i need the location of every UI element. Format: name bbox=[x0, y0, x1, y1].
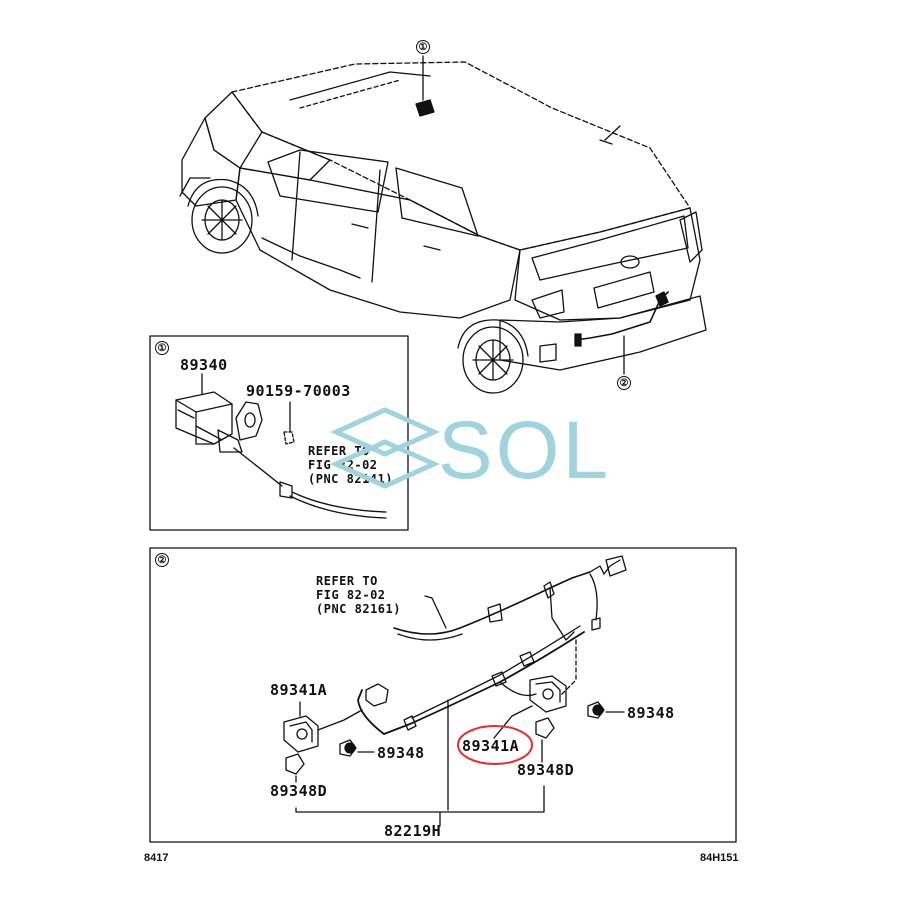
footer-right-code: 84H151 bbox=[700, 852, 739, 864]
panel-2-marker: ② bbox=[155, 553, 169, 567]
watermark-logo bbox=[330, 404, 630, 504]
panel-2-drawing bbox=[283, 555, 627, 827]
part-label-89340: 89340 bbox=[180, 356, 228, 374]
panel-1-drawing bbox=[175, 373, 387, 519]
panel-2-reference-note: REFER TO FIG 82-02 (PNC 82161) bbox=[316, 574, 401, 616]
part-label-82219h: 82219H bbox=[384, 822, 442, 840]
part-label-89348-right: 89348 bbox=[627, 704, 675, 722]
watermark-diamond-icon bbox=[330, 407, 440, 489]
panel-2-frame bbox=[149, 547, 737, 843]
highlight-ring bbox=[457, 725, 533, 765]
callout-2-marker: ② bbox=[617, 376, 631, 390]
footer-left-code: 8417 bbox=[144, 852, 169, 864]
watermark-text: SOL bbox=[438, 405, 612, 496]
part-label-90159-70003: 90159-70003 bbox=[246, 382, 351, 400]
panel-1-frame bbox=[149, 335, 409, 531]
part-label-89348-left: 89348 bbox=[377, 744, 425, 762]
callout-1-marker: ① bbox=[416, 40, 430, 54]
part-label-89348d-right: 89348D bbox=[517, 761, 575, 779]
part-label-89341a-right: 89341A bbox=[462, 737, 520, 755]
panel-1-marker: ① bbox=[155, 341, 169, 355]
part-label-89348d-left: 89348D bbox=[270, 782, 328, 800]
part-label-89341a-left: 89341A bbox=[270, 681, 328, 699]
car-illustration bbox=[179, 61, 707, 394]
